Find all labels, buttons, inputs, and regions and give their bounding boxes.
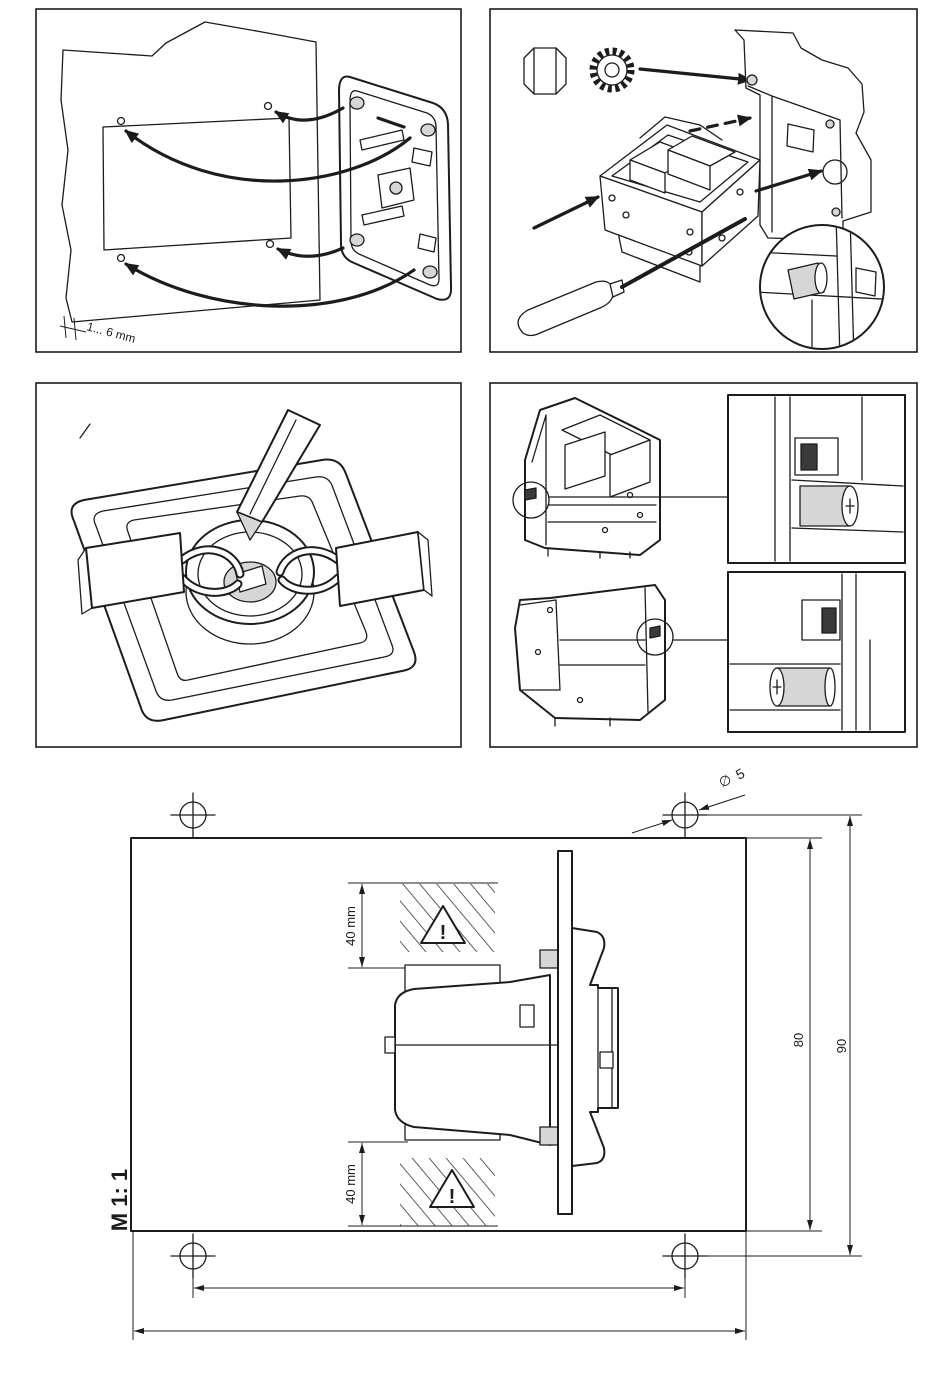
warning-mark-bottom: ! xyxy=(449,1186,456,1208)
plate-peg-bottom-right xyxy=(423,266,437,278)
switch-view-upper xyxy=(513,398,660,558)
mounting-plate xyxy=(339,77,451,300)
plate-peg-bottom-left xyxy=(350,234,364,246)
wall-screw-top xyxy=(826,120,834,128)
diameter-value: 5 xyxy=(733,765,748,783)
width-dimensions xyxy=(133,1231,746,1340)
step-2-insert-switch-panel xyxy=(490,9,917,360)
inset-lower-latch-tab xyxy=(822,608,836,633)
step-4-latch-detail-panel xyxy=(490,383,917,747)
plate-peg-top-left xyxy=(350,97,364,109)
panel-3-mark xyxy=(80,424,90,438)
arrow-push-switch xyxy=(534,197,598,228)
clearance-below-label: 40 mm xyxy=(343,1164,358,1204)
profile-screw-bottom xyxy=(540,1127,558,1145)
lower-switch-body xyxy=(515,585,665,720)
inset-upper-frame xyxy=(728,395,905,563)
mounting-hole-top-left xyxy=(118,118,125,125)
hole-bottom-left-cross xyxy=(171,1234,215,1278)
inset-lower-screw-end xyxy=(825,668,835,706)
hole-top-left-cross xyxy=(171,793,215,837)
hole-diameter-dimension: ∅ 5 xyxy=(632,765,747,833)
nut-body xyxy=(524,48,566,94)
profile-knob-indicator xyxy=(600,1052,613,1068)
profile-screw-top xyxy=(540,950,558,968)
clearance-above-label: 40 mm xyxy=(343,906,358,946)
detail-inset-upper xyxy=(728,395,905,563)
diameter-arrow-left xyxy=(632,820,672,833)
plate-peg-top-right xyxy=(421,124,435,136)
inset-upper-latch-tab xyxy=(801,444,817,470)
warning-mark-top: ! xyxy=(440,922,447,944)
switch-view-lower xyxy=(515,585,673,726)
detail-latch xyxy=(856,268,876,296)
diameter-symbol: ∅ xyxy=(716,771,734,791)
plate-latch-pin xyxy=(390,182,402,194)
profile-block xyxy=(520,1005,534,1027)
switch-body xyxy=(600,117,760,282)
detail-inset-lower xyxy=(728,572,905,732)
step-3-connect-wires-panel xyxy=(36,383,461,747)
thickness-leader xyxy=(60,326,86,332)
arrow-nut-to-stud xyxy=(640,69,750,80)
profile-rear-knob xyxy=(385,1037,395,1053)
scale-label: M 1: 1 xyxy=(107,1169,132,1231)
plate-clip-bottom xyxy=(418,234,436,252)
wall-cutout xyxy=(103,118,291,250)
hex-nut-icon xyxy=(524,48,566,94)
toothed-washer-icon xyxy=(593,51,631,89)
hole-top-left xyxy=(171,793,215,837)
hole-bottom-left xyxy=(171,1234,215,1278)
profile-body xyxy=(395,975,550,1145)
washer-hole xyxy=(605,63,619,77)
detail-screw-head xyxy=(815,263,827,293)
plate-height-label: 80 xyxy=(791,1033,806,1047)
profile-front-plate xyxy=(558,851,572,1214)
lower-latch-small xyxy=(650,626,660,638)
wall-thickness-label: 1... 6 mm xyxy=(85,319,137,345)
wall-screw-bottom xyxy=(832,208,840,216)
mounting-hole-bottom-left xyxy=(118,255,125,262)
cutout-template: ∅ 5 ! 40 mm ! 40 mm xyxy=(107,765,862,1340)
screwdriver-handle xyxy=(518,281,613,335)
mounting-hole-bottom-right xyxy=(267,241,274,248)
plate-clip-top xyxy=(412,148,432,166)
mounting-hole-top-right xyxy=(265,103,272,110)
hole-spacing-height-label: 90 xyxy=(834,1039,849,1053)
diameter-arrow-right xyxy=(699,795,745,810)
inset-lower-frame xyxy=(728,572,905,732)
upper-latch-small xyxy=(525,488,536,500)
step-1-mount-plate-panel: 1... 6 mm xyxy=(36,9,461,352)
mounting-stud xyxy=(747,75,757,85)
